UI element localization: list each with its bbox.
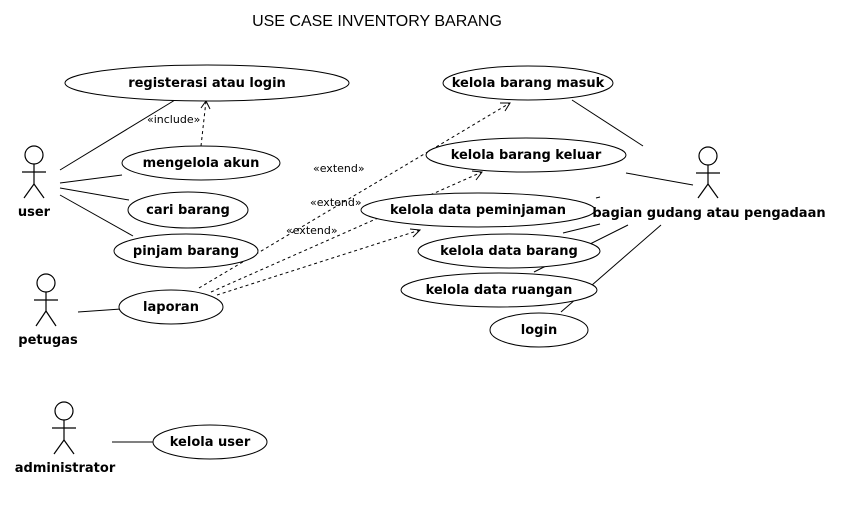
use-case-laporan[interactable]: laporan — [118, 289, 224, 325]
use-case-laporan-label: laporan — [143, 300, 199, 315]
extend-arrow-line-keluar — [210, 171, 483, 293]
stick-figure-icon — [696, 146, 720, 199]
use-case-kelola-user[interactable]: kelola user — [152, 424, 268, 460]
use-case-kelola-barang-masuk[interactable]: kelola barang masuk — [442, 65, 614, 101]
use-case-kelola-barang-keluar-label: kelola barang keluar — [451, 148, 602, 163]
actor-user[interactable]: user — [18, 145, 51, 220]
assoc-user-cari-barang — [59, 187, 130, 201]
use-case-kelola-user-label: kelola user — [170, 435, 251, 450]
use-case-kelola-data-peminjaman-label: kelola data peminjaman — [390, 203, 566, 218]
actor-user-label: user — [18, 205, 51, 220]
assoc-gudang-barang-keluar — [625, 172, 694, 186]
use-case-login-label: login — [521, 323, 557, 338]
use-case-kelola-data-ruangan[interactable]: kelola data ruangan — [400, 272, 598, 308]
use-case-kelola-barang-keluar[interactable]: kelola barang keluar — [425, 137, 627, 173]
use-case-kelola-data-ruangan-label: kelola data ruangan — [426, 283, 573, 298]
use-case-kelola-data-barang[interactable]: kelola data barang — [417, 233, 601, 269]
include-arrow-line — [200, 100, 207, 147]
actor-administrator-label: administrator — [15, 461, 116, 476]
use-case-pinjam-barang[interactable]: pinjam barang — [113, 233, 259, 269]
actor-petugas-label: petugas — [18, 333, 78, 348]
use-case-login[interactable]: login — [489, 312, 589, 348]
assoc-petugas-laporan — [77, 308, 122, 313]
actor-administrator[interactable]: administrator — [15, 401, 116, 476]
stick-figure-icon — [52, 401, 76, 455]
assoc-gudang-peminjaman — [595, 196, 601, 199]
extend-label-2: «extend» — [310, 196, 362, 209]
diagram-title: USE CASE INVENTORY BARANG — [252, 13, 502, 30]
use-case-kelola-barang-masuk-label: kelola barang masuk — [452, 76, 605, 91]
use-case-mengelola-akun[interactable]: mengelola akun — [121, 145, 281, 181]
extend-arrowhead-masuk — [500, 102, 511, 112]
extend-arrow-line-peminjaman — [216, 229, 421, 296]
assoc-user-pinjam-barang — [59, 194, 134, 237]
assoc-gudang-data-barang — [562, 223, 601, 234]
assoc-user-mengelola-akun — [59, 174, 123, 184]
stick-figure-icon — [34, 273, 58, 327]
include-label: «include» — [147, 113, 200, 126]
assoc-user-registrasi — [59, 99, 176, 171]
use-case-cari-barang-label: cari barang — [146, 203, 230, 218]
actor-bagian-gudang[interactable]: bagian gudang atau pengadaan — [592, 146, 826, 221]
use-case-mengelola-akun-label: mengelola akun — [143, 156, 260, 171]
use-case-kelola-data-barang-label: kelola data barang — [440, 244, 578, 259]
use-case-kelola-data-peminjaman[interactable]: kelola data peminjaman — [360, 192, 596, 228]
actor-bagian-gudang-label: bagian gudang atau pengadaan — [592, 206, 825, 221]
use-case-cari-barang[interactable]: cari barang — [127, 191, 249, 229]
extend-label-3: «extend» — [286, 224, 338, 237]
extend-arrowhead-peminjaman — [409, 228, 422, 238]
actor-petugas[interactable]: petugas — [18, 273, 78, 348]
extend-label-1: «extend» — [313, 162, 365, 175]
assoc-gudang-barang-masuk — [571, 99, 644, 147]
extend-arrowhead-keluar — [471, 170, 483, 181]
stick-figure-icon — [22, 145, 46, 199]
use-case-registrasi[interactable]: registerasi atau login — [64, 64, 350, 102]
use-case-pinjam-barang-label: pinjam barang — [133, 244, 239, 259]
use-case-registrasi-label: registerasi atau login — [128, 76, 286, 91]
